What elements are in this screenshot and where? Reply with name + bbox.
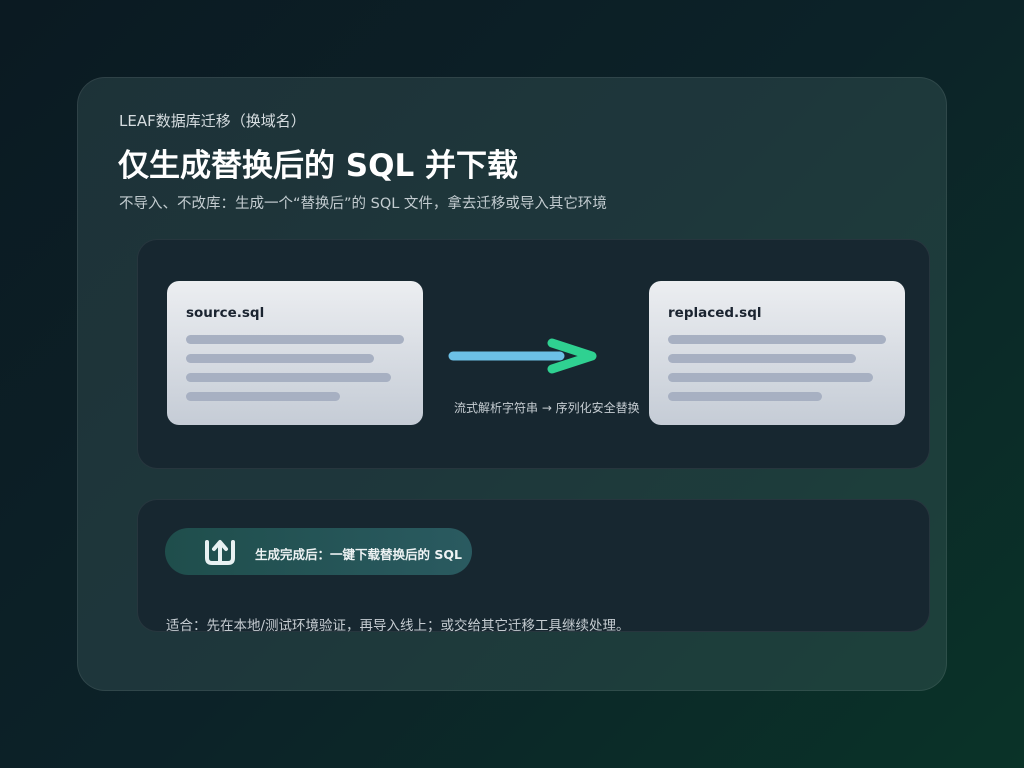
text-line bbox=[186, 392, 340, 401]
text-line bbox=[186, 335, 404, 344]
text-line bbox=[186, 373, 391, 382]
usage-note: 适合：先在本地/测试环境验证，再导入线上；或交给其它迁移工具继续处理。 bbox=[166, 618, 630, 634]
text-line bbox=[668, 354, 856, 363]
text-line bbox=[668, 392, 822, 401]
download-label: 生成完成后：一键下载替换后的 SQL bbox=[255, 547, 462, 562]
upload-icon bbox=[205, 540, 235, 565]
text-line bbox=[186, 354, 374, 363]
text-line bbox=[668, 335, 886, 344]
download-button[interactable]: 生成完成后：一键下载替换后的 SQL bbox=[165, 528, 472, 575]
replaced-file-card: replaced.sql bbox=[649, 281, 905, 425]
source-file-name: source.sql bbox=[186, 305, 265, 321]
arrow-right-icon bbox=[448, 338, 597, 374]
subtitle: 不导入、不改库：生成一个“替换后”的 SQL 文件，拿去迁移或导入其它环境 bbox=[119, 196, 607, 212]
page-title: 仅生成替换后的 SQL 并下载 bbox=[118, 148, 519, 184]
flow-caption: 流式解析字符串 → 序列化安全替换 bbox=[454, 401, 640, 415]
replaced-file-name: replaced.sql bbox=[668, 305, 762, 321]
kicker: LEAF数据库迁移（换域名） bbox=[119, 112, 306, 130]
source-file-card: source.sql bbox=[167, 281, 423, 425]
text-line bbox=[668, 373, 873, 382]
